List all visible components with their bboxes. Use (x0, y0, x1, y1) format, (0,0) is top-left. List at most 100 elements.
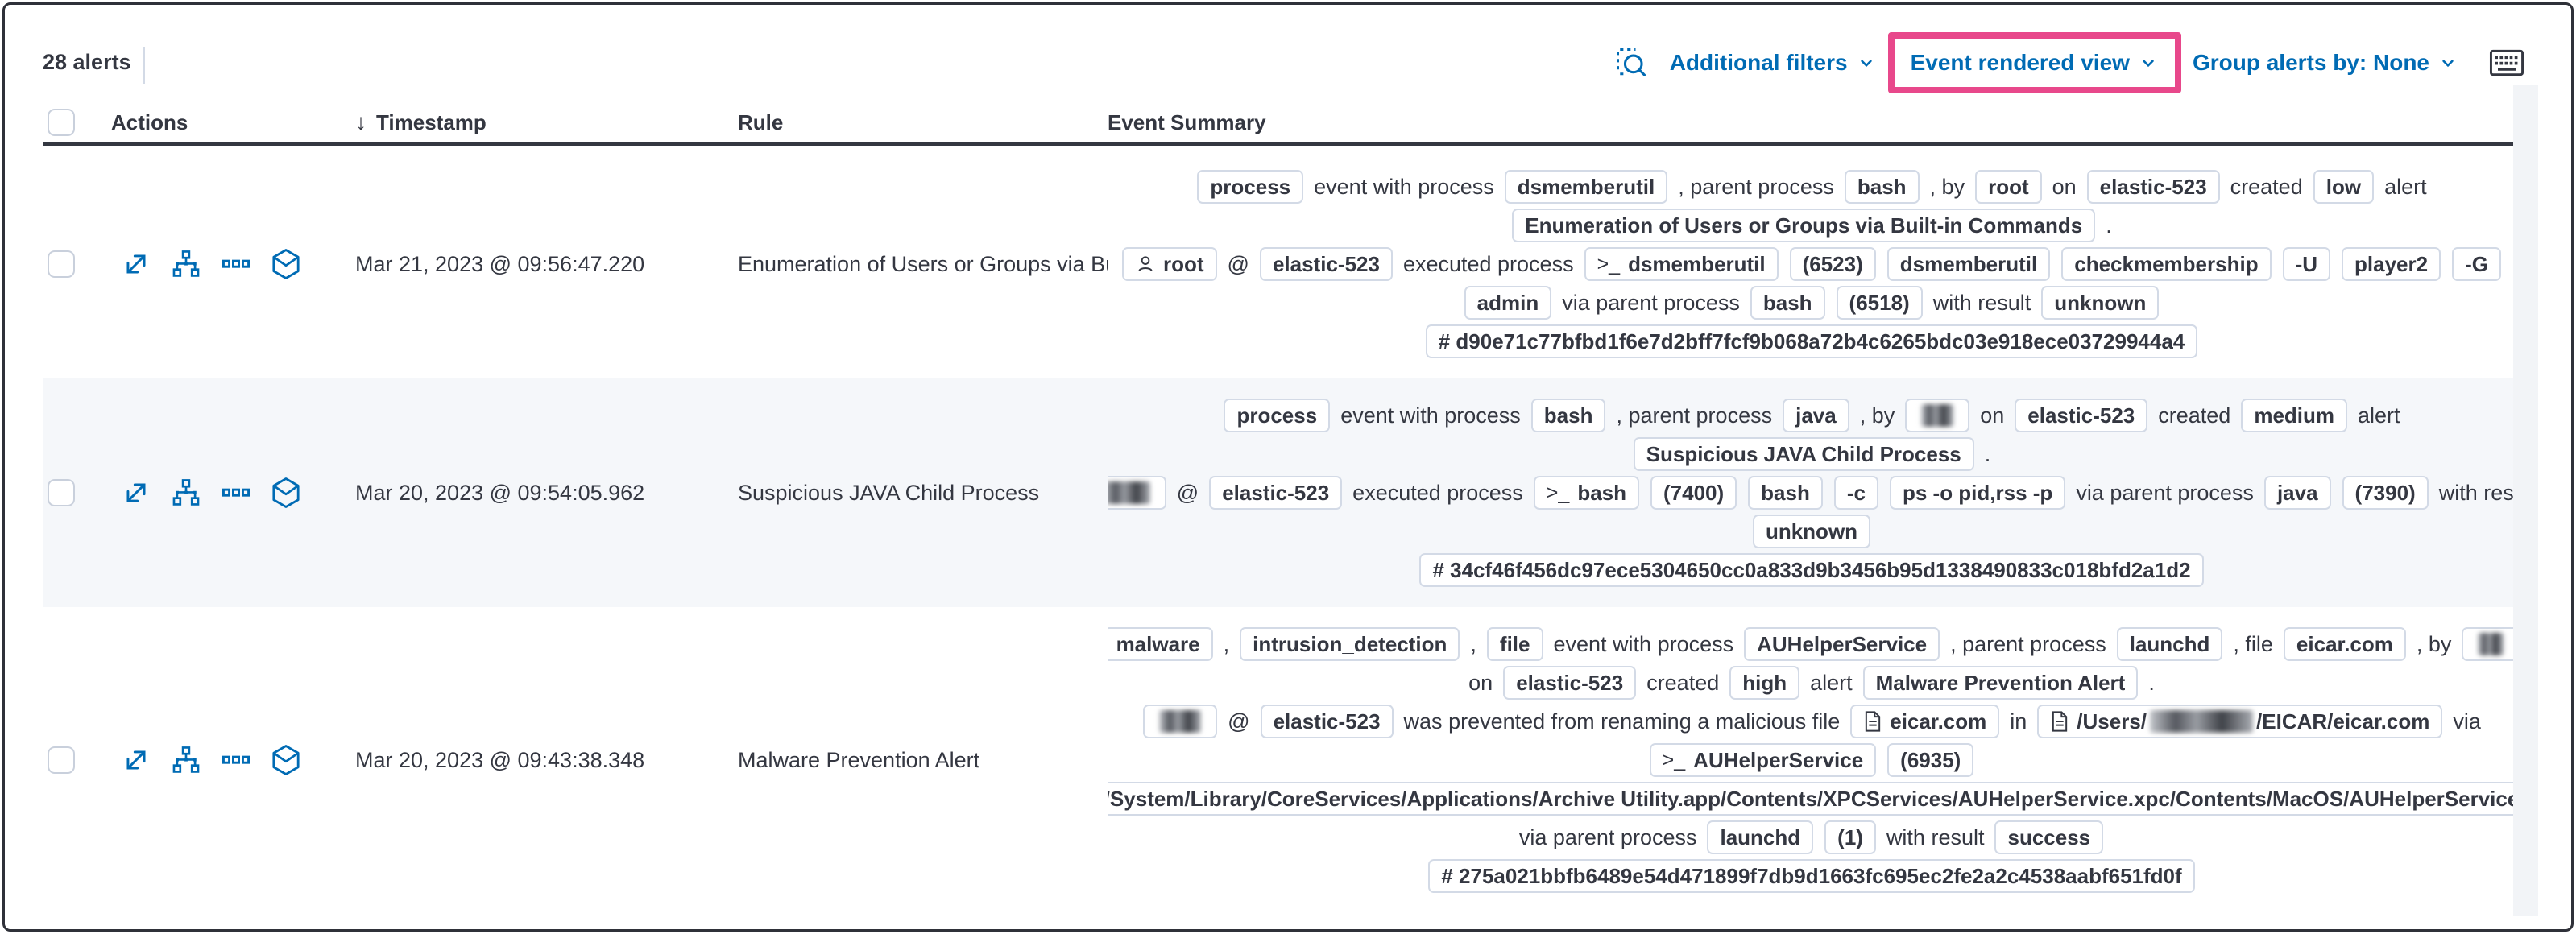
chevron-down-icon (1856, 52, 1877, 73)
event-field-badge[interactable]: # d90e71c77bfbd1f6e7d2bff7fcf9b068a72b4c… (1425, 324, 2198, 358)
summary-text: created (1646, 670, 1720, 695)
row-checkbox[interactable] (48, 250, 75, 278)
row-checkbox[interactable] (48, 479, 75, 506)
event-field-badge[interactable]: root (1975, 170, 2042, 204)
event-field-badge[interactable]: >_AUHelperService (1649, 743, 1877, 777)
event-field-badge[interactable]: (6523) (1789, 247, 1876, 281)
event-field-badge[interactable]: java (1783, 399, 1849, 432)
event-field-badge[interactable]: bash (1748, 476, 1823, 510)
analyze-event-icon[interactable] (161, 242, 211, 287)
analyze-event-icon[interactable] (161, 470, 211, 515)
event-field-badge[interactable]: Enumeration of Users or Groups via Built… (1512, 209, 2096, 242)
badge-text: bash (1761, 480, 1810, 505)
event-field-badge[interactable]: player2 (2342, 247, 2441, 281)
actions-cell (111, 607, 355, 913)
event-field-badge[interactable]: -c (1833, 476, 1878, 510)
event-field-badge[interactable]: high (1729, 666, 1800, 700)
expand-alert-icon[interactable] (111, 738, 161, 783)
event-field-badge[interactable]: elastic-523 (2086, 170, 2220, 204)
event-field-badge[interactable]: elastic-523 (1259, 247, 1393, 281)
event-field-badge[interactable]: Suspicious JAVA Child Process (1633, 437, 1974, 471)
event-field-badge[interactable]: elastic-523 (1503, 666, 1637, 700)
more-actions-icon[interactable] (211, 470, 261, 515)
event-field-badge[interactable]: (7400) (1650, 476, 1737, 510)
event-field-badge[interactable]: (1) (1824, 820, 1876, 854)
inspect-icon[interactable] (1613, 45, 1649, 81)
event-field-badge[interactable]: Malware Prevention Alert (1862, 666, 2139, 700)
column-header-timestamp[interactable]: Timestamp (376, 110, 487, 134)
event-field-badge[interactable]: intrusion_detection (1240, 627, 1460, 661)
event-field-badge[interactable]: AUHelperService (1744, 627, 1940, 661)
event-summary-line: Suspicious JAVA Child Process. (1108, 435, 2516, 473)
event-field-badge[interactable]: medium (2241, 399, 2348, 432)
event-field-badge[interactable]: dsmemberutil (1886, 247, 2051, 281)
user-icon (1135, 254, 1156, 275)
event-field-badge[interactable]: bash (1530, 399, 1606, 432)
additional-filters-button[interactable]: Additional filters (1670, 50, 1877, 76)
event-field-badge[interactable]: -U (2282, 247, 2331, 281)
redacted-text (1921, 404, 1954, 427)
event-field-badge[interactable]: # 34cf46f456dc97ece5304650cc0a833d9b3456… (1419, 553, 2204, 587)
event-field-badge[interactable]: file (1486, 627, 1543, 661)
event-field-badge[interactable]: unknown (2041, 286, 2160, 320)
session-view-icon[interactable] (261, 470, 311, 515)
event-field-badge[interactable]: elastic-523 (2015, 399, 2148, 432)
event-field-badge[interactable]: (6935) (1887, 743, 1974, 777)
event-field-badge[interactable]: java (2263, 476, 2331, 510)
event-field-badge[interactable]: admin (1464, 286, 1552, 320)
event-field-badge[interactable] (1143, 705, 1218, 738)
event-field-badge[interactable]: >_dsmemberutil (1584, 247, 1779, 281)
badge-text: success (2007, 824, 2091, 849)
event-field-badge[interactable]: >_bash (1533, 476, 1639, 510)
row-checkbox[interactable] (48, 746, 75, 774)
event-field-badge[interactable]: launchd (1707, 820, 1814, 854)
event-field-badge[interactable]: elastic-523 (1209, 476, 1343, 510)
more-actions-icon[interactable] (211, 738, 261, 783)
event-field-badge[interactable]: elastic-523 (1260, 705, 1394, 738)
session-view-icon[interactable] (261, 738, 311, 783)
analyze-event-icon[interactable] (161, 738, 211, 783)
vertical-scrollbar-track[interactable] (2513, 85, 2538, 916)
badge-text: bash (1857, 174, 1907, 199)
view-selector-button[interactable]: Event rendered view (1911, 50, 2159, 76)
summary-text: . (2106, 213, 2112, 238)
keyboard-shortcuts-icon[interactable] (2489, 48, 2524, 77)
event-field-badge[interactable]: # 275a021bbfb6489e54d471899f7db9d1663fc6… (1428, 859, 2195, 893)
event-field-badge[interactable] (1905, 399, 1970, 432)
event-field-badge[interactable]: success (1994, 820, 2104, 854)
group-alerts-by-button[interactable]: Group alerts by: None (2193, 50, 2458, 76)
sort-descending-icon[interactable]: ↓ (355, 110, 367, 134)
event-field-badge[interactable]: /Users//EICAR/eicar.com (2037, 705, 2443, 738)
badge-text: checkmembership (2074, 251, 2259, 276)
event-field-badge[interactable]: -G (2452, 247, 2501, 281)
event-field-badge[interactable]: bash (1750, 286, 1825, 320)
event-field-badge[interactable]: launchd (2116, 627, 2223, 661)
event-field-badge[interactable]: ps -o pid,rss -p (1889, 476, 2066, 510)
session-view-icon[interactable] (261, 242, 311, 287)
event-field-badge[interactable]: process (1224, 399, 1331, 432)
event-field-badge[interactable]: (7390) (2342, 476, 2429, 510)
event-field-badge[interactable]: bash (1844, 170, 1920, 204)
event-field-badge[interactable]: checkmembership (2061, 247, 2272, 281)
select-all-checkbox[interactable] (48, 109, 75, 136)
event-field-badge[interactable]: process (1197, 170, 1304, 204)
event-field-badge[interactable]: dsmemberutil (1504, 170, 1668, 204)
event-field-badge[interactable]: eicar.com (1850, 705, 2000, 738)
event-field-badge[interactable] (2462, 627, 2516, 661)
more-actions-icon[interactable] (211, 242, 261, 287)
event-field-badge[interactable]: eicar.com (2283, 627, 2406, 661)
event-field-badge[interactable]: malware (1108, 627, 1213, 661)
event-field-badge[interactable] (1108, 476, 1166, 510)
file-icon (2050, 710, 2069, 733)
expand-alert-icon[interactable] (111, 470, 161, 515)
summary-text: executed process (1402, 251, 1574, 276)
expand-alert-icon[interactable] (111, 242, 161, 287)
event-field-badge[interactable]: /System/Library/CoreServices/Application… (1108, 782, 2516, 816)
event-field-badge[interactable]: low (2313, 170, 2375, 204)
event-field-badge[interactable]: root (1122, 247, 1217, 281)
event-field-badge[interactable]: unknown (1752, 515, 1871, 548)
event-field-badge[interactable]: (6518) (1836, 286, 1923, 320)
